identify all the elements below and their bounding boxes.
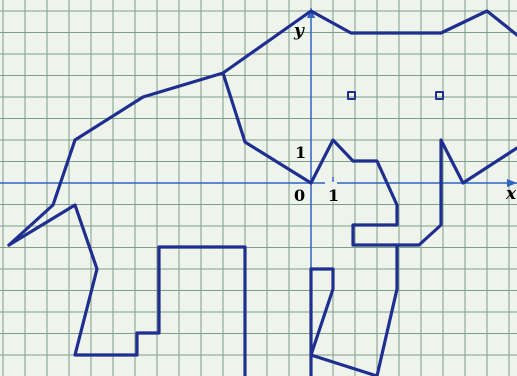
y-axis-label: y <box>293 21 305 41</box>
origin-label: 0 <box>294 186 305 205</box>
y-unit-label: 1 <box>295 143 306 162</box>
x-unit-label: 1 <box>328 186 339 205</box>
x-axis-label: x <box>505 184 517 204</box>
